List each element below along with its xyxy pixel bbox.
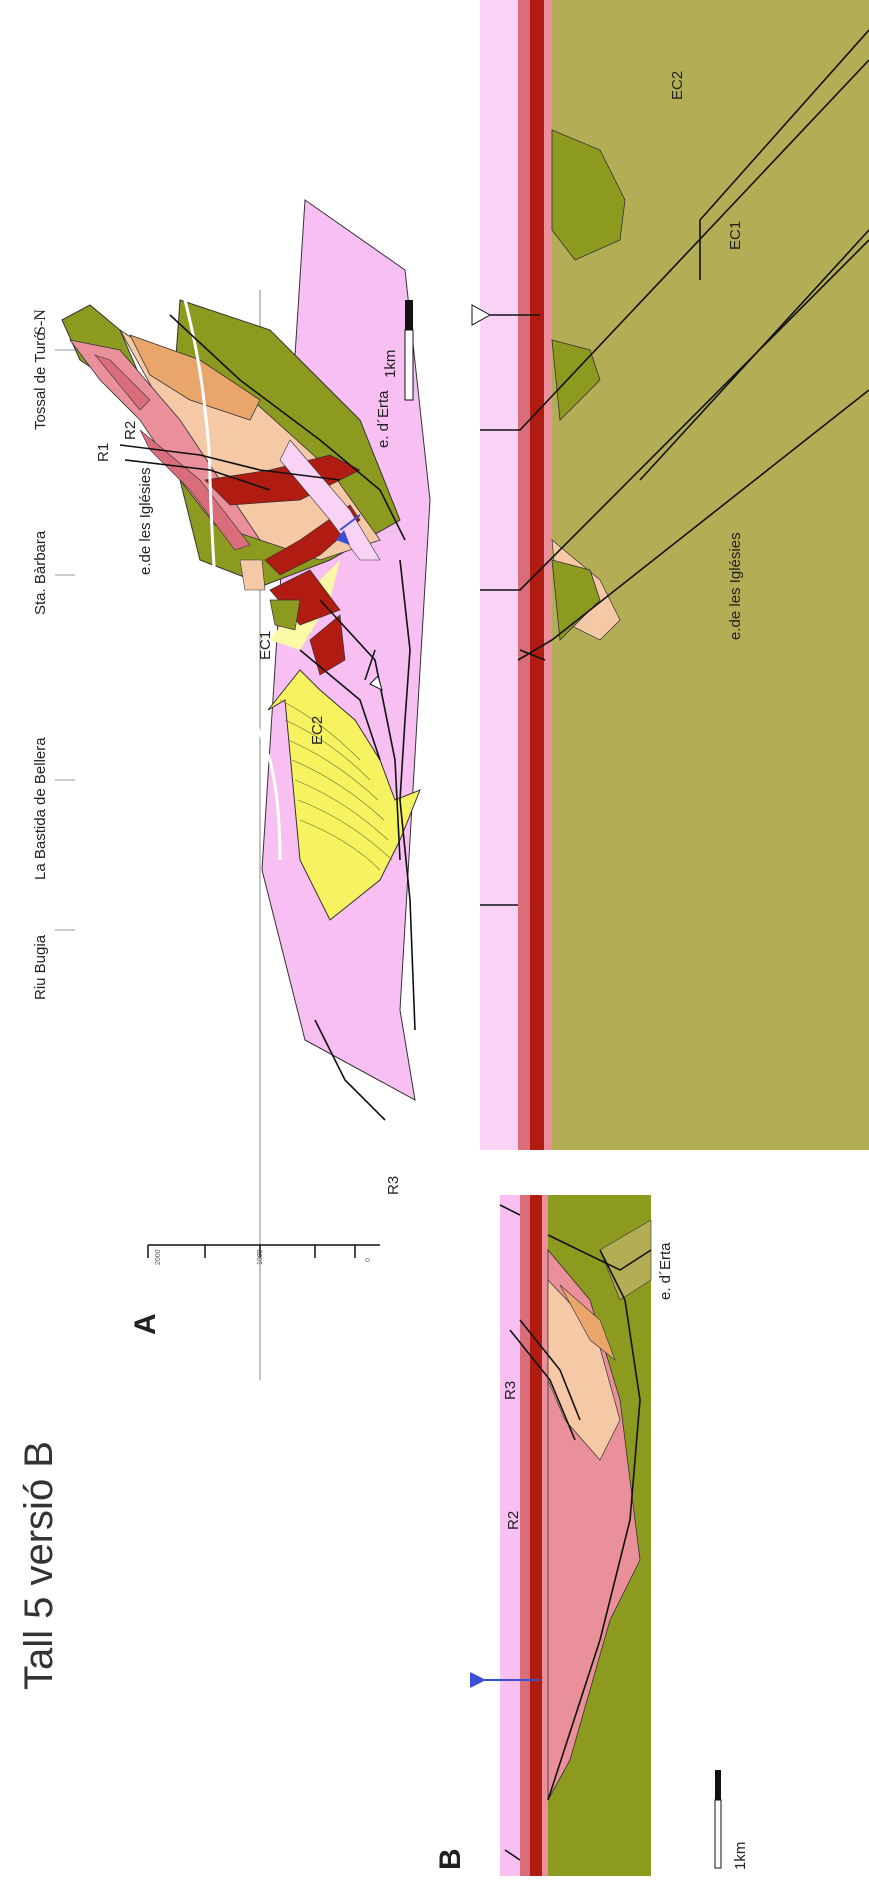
- panel-b-right: [472, 0, 869, 1150]
- figure-title: Tall 5 versió B: [17, 1441, 61, 1690]
- b-right-rose-band: [518, 0, 530, 1150]
- b-left-salmon-band: [542, 1195, 548, 1876]
- fault-label-r1: R1: [95, 443, 112, 462]
- axis-tick-2000: 2000: [155, 1249, 162, 1265]
- fault-label-ec2-b: EC2: [669, 71, 686, 100]
- scale-label-b: 1km: [732, 1842, 749, 1870]
- b-right-red-band: [530, 0, 544, 1150]
- fault-label-ec1-b: EC1: [727, 221, 744, 250]
- blue-marker-b-icon: [470, 1672, 486, 1688]
- orientation-label: S-N: [32, 309, 49, 335]
- place-name-tossal: Tossal de Turó: [32, 332, 49, 430]
- fault-label-ec2: EC2: [309, 716, 326, 745]
- axis-tick-0: 0: [365, 1258, 372, 1262]
- fault-label-erta-b: e. d´Erta: [657, 1242, 674, 1300]
- fault-label-esglesies-a: e.de les Iglésies: [137, 467, 154, 575]
- place-ticks: [55, 350, 75, 930]
- panel-b-left: [470, 1195, 721, 1876]
- panel-letter-b: B: [434, 1848, 467, 1870]
- place-name-la-bastida: La Bastida de Bellera: [32, 737, 49, 880]
- axis-tick-1000: 1000: [257, 1249, 264, 1265]
- b-left-rose-band: [520, 1195, 530, 1876]
- place-name-sta-barbara: Sta. Bàrbara: [32, 530, 49, 615]
- panel-letter-a: A: [129, 1313, 162, 1335]
- place-name-riu-bugia: Riu Bugia: [32, 934, 49, 1000]
- b-left-pink-band: [500, 1195, 520, 1876]
- peach-wedge: [240, 560, 265, 590]
- b-right-salmon-band: [544, 0, 552, 1150]
- fault-label-erta-a: e. d´Erta: [375, 390, 392, 448]
- olive-wedge: [270, 600, 300, 630]
- fault-label-r3-b: R3: [502, 1381, 519, 1400]
- scale-bar-a: [405, 300, 413, 400]
- fault-label-ec1: EC1: [257, 631, 274, 660]
- fault-label-esglesies-b: e.de les Iglésies: [727, 532, 744, 640]
- b-left-red-band: [530, 1195, 542, 1876]
- scale-bar-b: [715, 1770, 721, 1868]
- figure-title-group: Tall 5 versió B: [17, 1441, 61, 1690]
- fault-label-r3: R3: [385, 1176, 402, 1195]
- elevation-axis: [148, 1245, 380, 1258]
- fault-label-r2: R2: [122, 421, 139, 440]
- scale-label-a: 1km: [382, 350, 399, 378]
- fault-label-r2-b: R2: [505, 1511, 522, 1530]
- panel-a: [55, 200, 430, 1380]
